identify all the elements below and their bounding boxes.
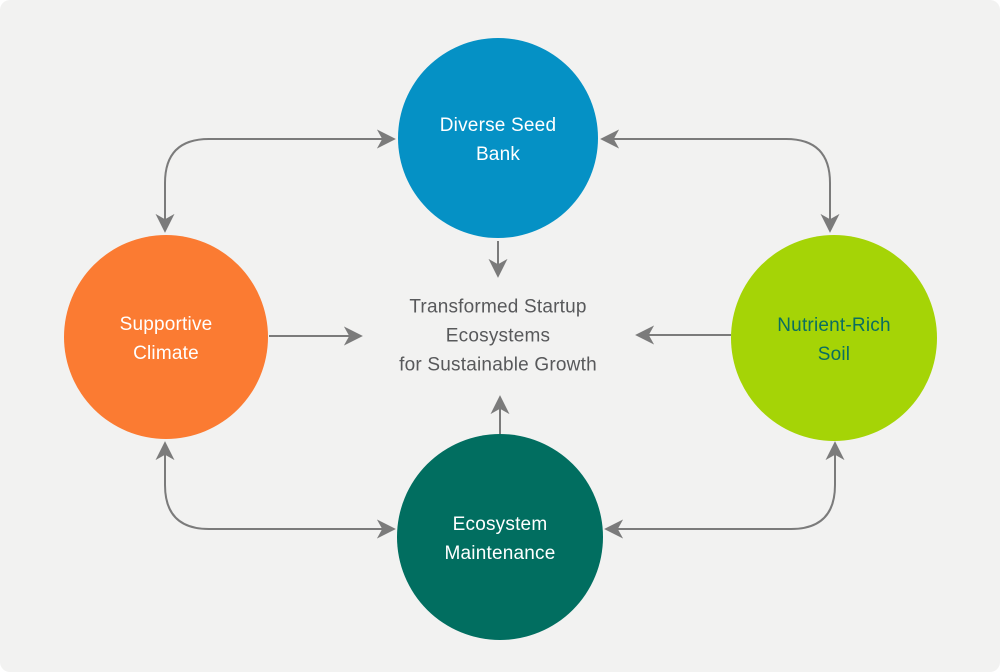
node-circle-ecosystem-maintenance [397,434,603,640]
connector-group [155,129,845,539]
connector-bottom-right-arrow [604,441,845,539]
connector-top-left-arrow [155,129,396,233]
connector-bottom-left-arrow [155,441,396,539]
node-circle-diverse-seed-bank [398,38,598,238]
node-circle-supportive-climate [64,235,268,439]
connector-top-right-arrow [600,129,840,233]
node-circle-nutrient-rich-soil [731,235,937,441]
